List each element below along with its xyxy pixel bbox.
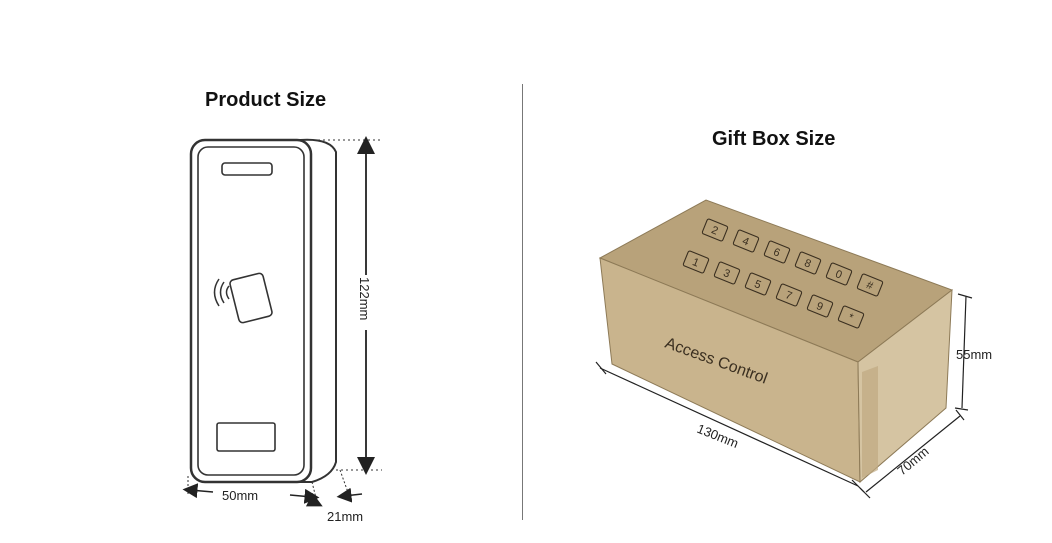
keypad-key-label: 5 [753,278,763,291]
led-slot [221,162,273,176]
keypad-key [825,262,853,286]
product-width-label: 50mm [222,488,258,503]
keypad-key-label: 6 [772,246,782,259]
product-height-label: 122mm [357,277,372,320]
keypad-key-label: 9 [815,300,825,313]
keypad-key-label: 1 [691,256,701,269]
keypad-key [856,273,884,297]
product-size-title: Product Size [205,89,327,111]
box-width-label: 70mm [894,444,931,479]
keypad-key-label: 8 [803,257,813,270]
bottom-slot [216,422,276,452]
box-length-label: 130mm [695,421,741,451]
rfid-card-icon [213,272,273,324]
keypad-key-label: 4 [741,235,751,248]
keypad-key [794,251,822,275]
keypad-key-label: 7 [784,289,794,302]
section-divider [522,84,523,520]
box-height-label: 55mm [956,347,992,362]
keypad-key-label: 3 [722,267,732,280]
keypad-key-label: # [865,279,876,293]
product-depth-label: 21mm [327,509,363,524]
keypad-key-label: 0 [834,268,844,281]
keypad-key-label: * [846,312,855,325]
keypad-key [701,218,729,242]
keypad-key [732,229,760,253]
keypad-key [837,305,865,329]
keypad-print: 2 4 6 8 0 #1 3 5 7 9 * [682,218,884,329]
keypad-key [775,283,803,307]
gift-box-size-title: Gift Box Size [712,128,836,150]
box-side-face [857,288,953,484]
keypad-key [806,294,834,318]
keypad-key [763,240,791,264]
keypad-key [744,272,772,296]
keypad-key-label: 2 [710,224,720,237]
keypad-key [682,250,710,274]
keypad-key [713,261,741,285]
